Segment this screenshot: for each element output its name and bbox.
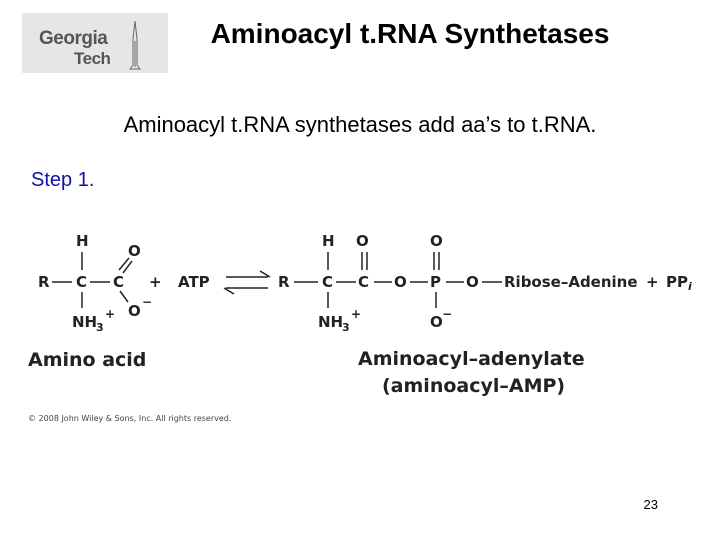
svg-text:3: 3	[96, 321, 104, 334]
svg-text:H: H	[76, 232, 89, 250]
amino-acid-caption: Amino acid	[28, 349, 146, 371]
aminoacyl-amp-caption: (aminoacyl–AMP)	[382, 375, 565, 397]
atp-label: ATP	[178, 273, 210, 291]
svg-text:3: 3	[342, 321, 350, 334]
logo-word-georgia: Georgia	[39, 28, 108, 49]
svg-text:H: H	[322, 232, 335, 250]
svg-text:P: P	[430, 273, 441, 291]
georgia-tech-logo: Georgia Tech	[22, 13, 168, 73]
copyright-notice: © 2008 John Wiley & Sons, Inc. All right…	[28, 414, 231, 423]
step-label: Step 1.	[31, 169, 95, 191]
aminoacyl-adenylate-structure: H R C C O O P O O − O NH 3 +	[278, 232, 502, 334]
svg-text:−: −	[442, 307, 452, 321]
svg-text:NH: NH	[72, 313, 97, 331]
svg-text:O: O	[356, 232, 369, 250]
slide-subtitle: Aminoacyl t.RNA synthetases add aa’s to …	[123, 112, 597, 137]
svg-text:R: R	[278, 273, 290, 291]
svg-text:C: C	[358, 273, 369, 291]
svg-text:O: O	[430, 232, 443, 250]
ribose-adenine-label: Ribose–Adenine	[504, 273, 638, 291]
svg-text:+: +	[351, 307, 361, 321]
svg-text:C: C	[113, 273, 124, 291]
logo-word-tech: Tech	[74, 49, 111, 68]
svg-text:O: O	[128, 242, 141, 260]
svg-text:+: +	[105, 307, 115, 321]
ppi-label: PPi	[666, 273, 692, 293]
svg-text:NH: NH	[318, 313, 343, 331]
svg-text:O: O	[430, 313, 443, 331]
svg-text:C: C	[76, 273, 87, 291]
plus-sign-2: +	[646, 273, 659, 291]
page-number: 23	[643, 497, 658, 512]
amino-acid-structure: H R C C O O − NH 3 +	[38, 232, 152, 334]
svg-text:R: R	[38, 273, 50, 291]
tower-icon	[129, 21, 141, 70]
plus-sign-1: +	[149, 273, 162, 291]
svg-text:O: O	[466, 273, 479, 291]
reaction-figure: H R C C O O − NH 3 + + ATP	[28, 232, 692, 423]
slide-title: Aminoacyl t.RNA Synthetases	[210, 18, 610, 49]
svg-text:O: O	[128, 302, 141, 320]
svg-text:O: O	[394, 273, 407, 291]
equilibrium-arrow	[223, 270, 271, 295]
svg-text:C: C	[322, 273, 333, 291]
aminoacyl-adenylate-caption: Aminoacyl–adenylate	[358, 348, 585, 370]
svg-text:−: −	[142, 295, 152, 309]
